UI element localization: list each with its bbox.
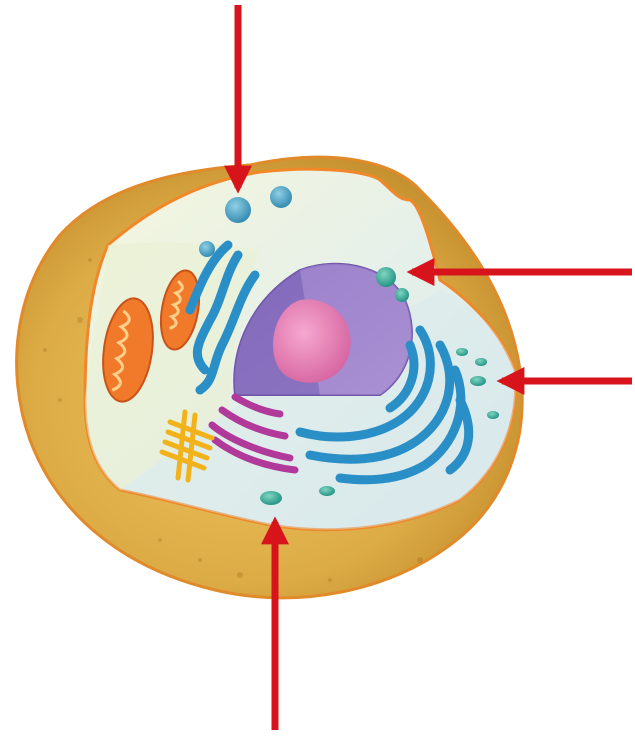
vesicle-bottom [260, 491, 282, 505]
vesicle-right-lower [470, 376, 486, 386]
vesicle-top [225, 197, 251, 223]
vesicle-right-upper [376, 267, 396, 287]
